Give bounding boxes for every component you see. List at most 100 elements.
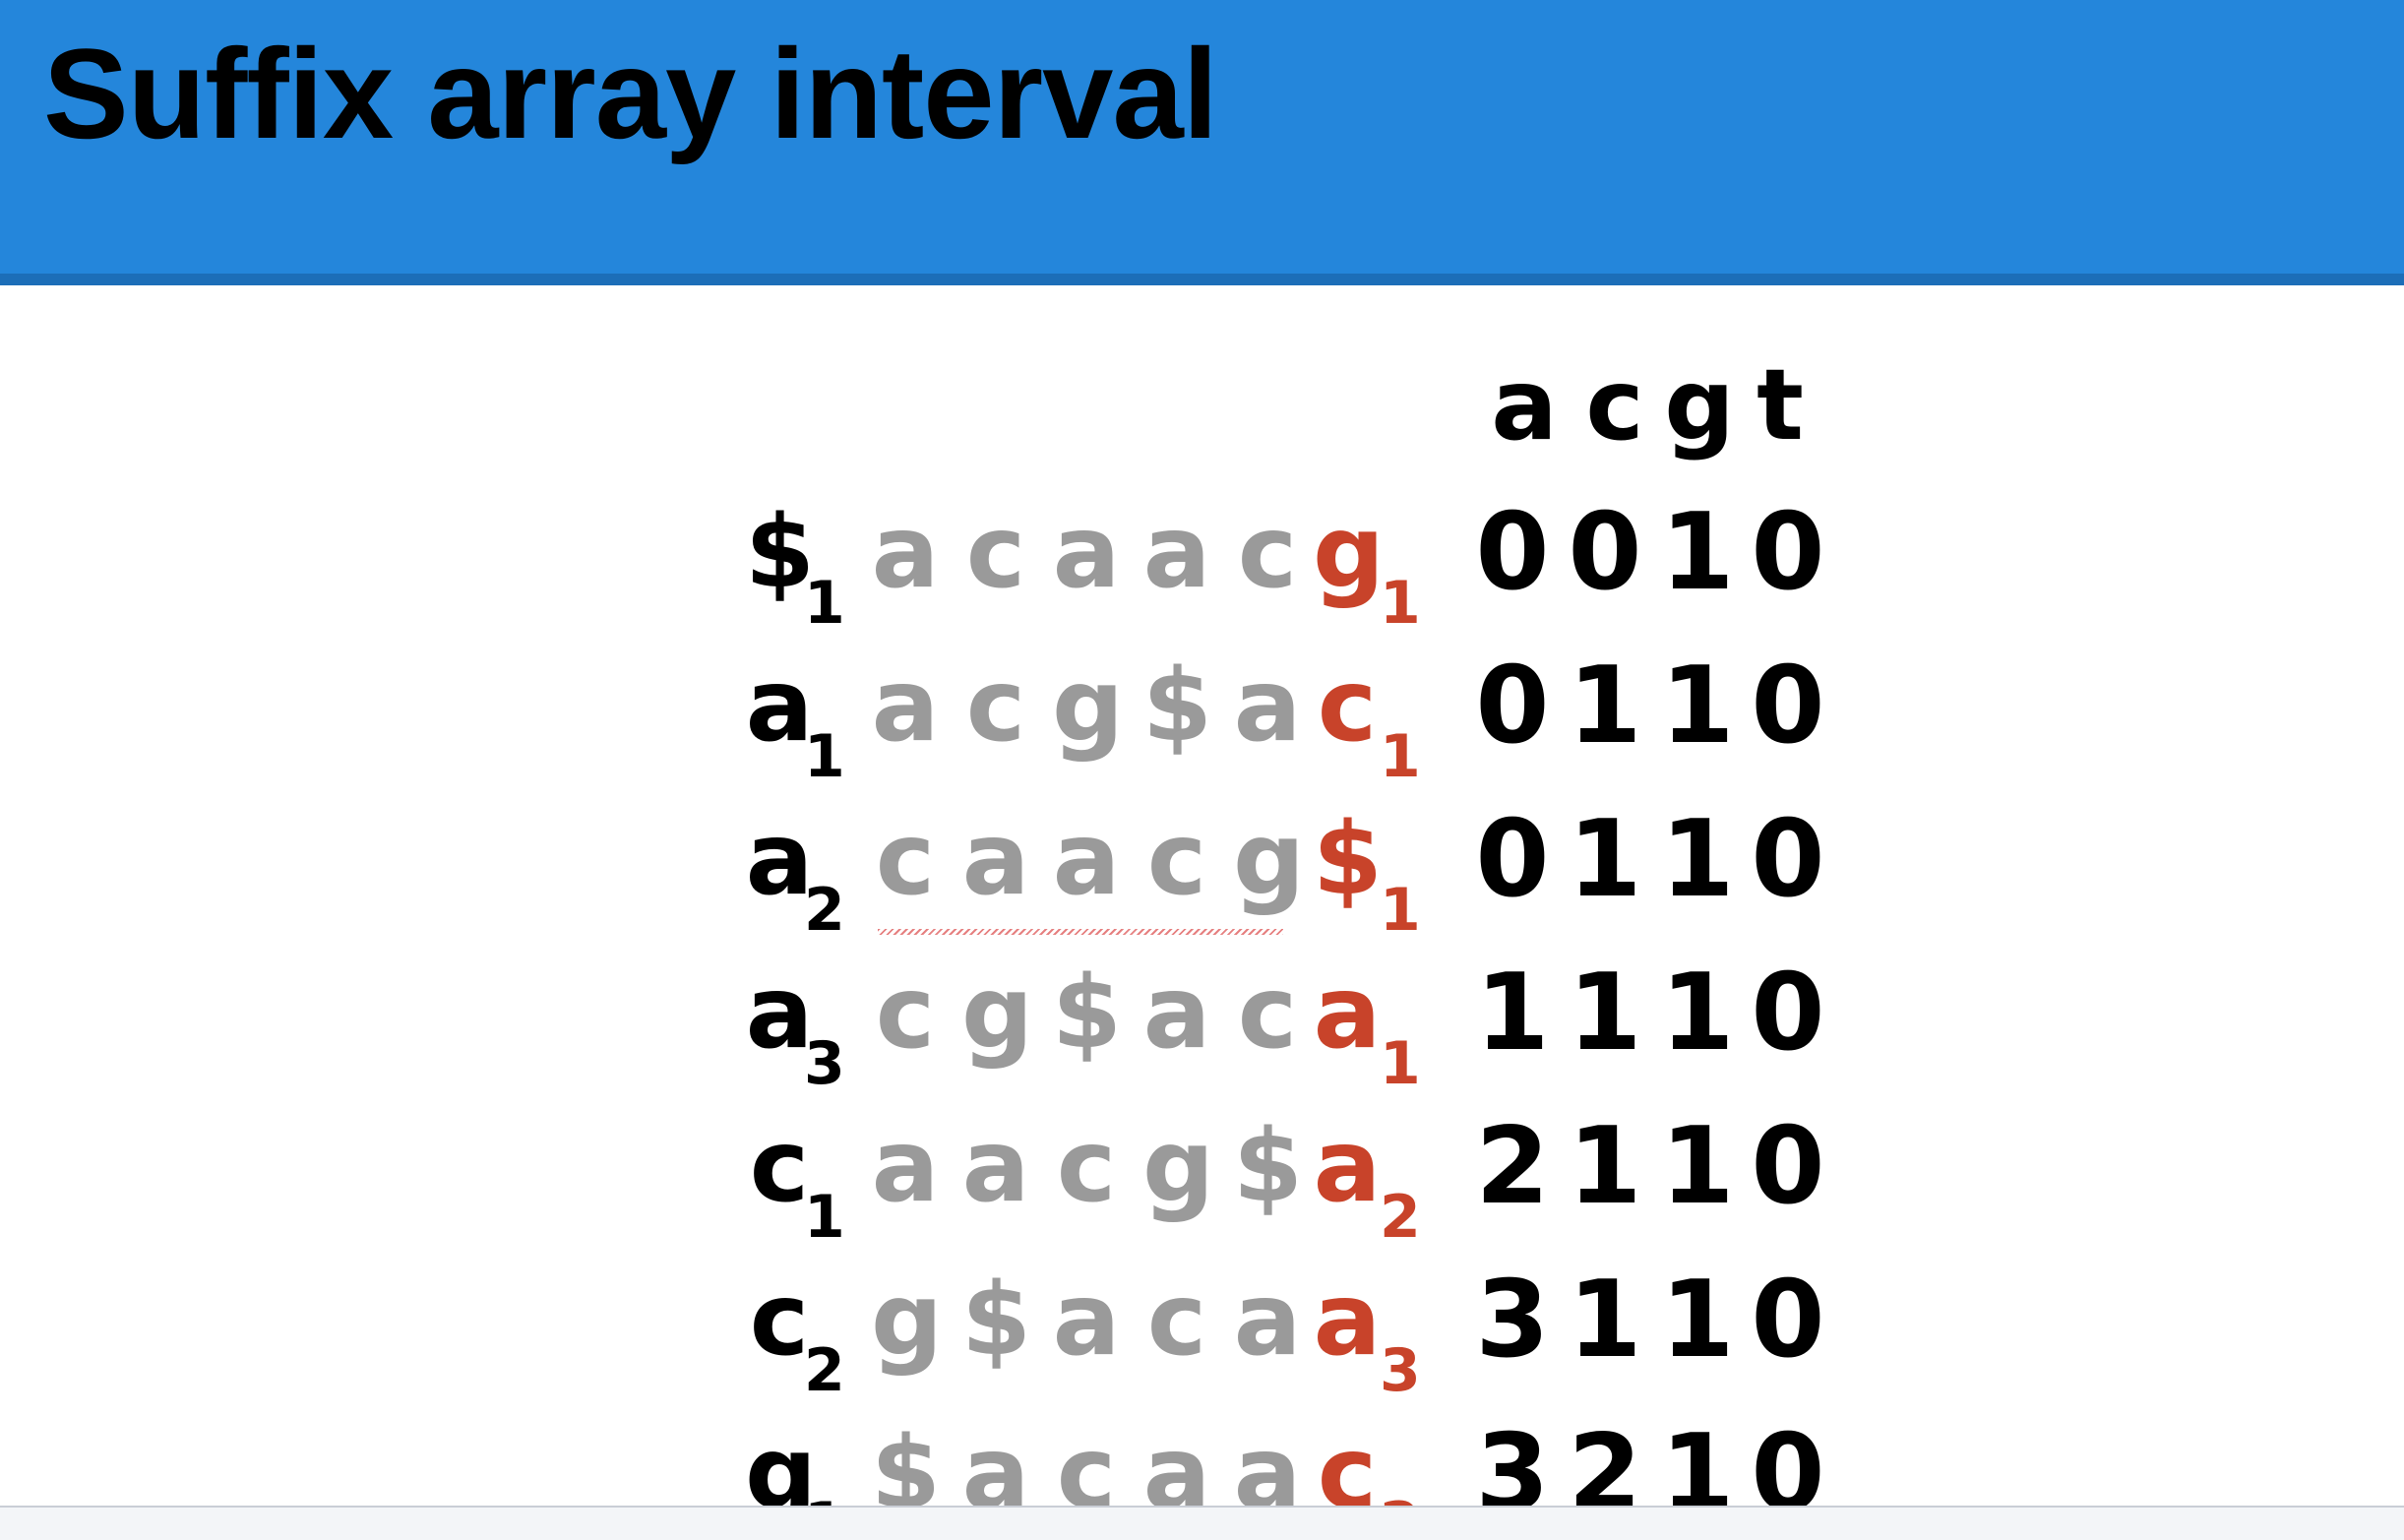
column-header-g: g [1664, 347, 1735, 462]
first-column-char: a [745, 801, 814, 918]
count-cell-t: 0 [1751, 1412, 1825, 1508]
middle-char: a [961, 1108, 1030, 1225]
column-header-t: t [1757, 347, 1804, 462]
middle-char: g [1142, 1108, 1215, 1225]
middle-char: g [1233, 801, 1306, 918]
count-cell-g: 1 [1660, 952, 1735, 1075]
last-column-rank: 1 [1380, 876, 1421, 945]
first-column-rank: 1 [804, 1495, 845, 1508]
first-column-rank: 1 [804, 569, 845, 638]
last-column-rank: 3 [1380, 1336, 1421, 1405]
count-cell-c: 2 [1568, 1412, 1642, 1508]
last-column-char: g [1313, 494, 1386, 611]
last-column-rank: 1 [1380, 569, 1421, 638]
middle-char: a [961, 1415, 1030, 1508]
last-column-char: a [1313, 955, 1382, 1072]
middle-char: c [875, 955, 936, 1072]
column-header-c: c [1585, 347, 1644, 462]
bottom-strip [0, 1506, 2404, 1540]
first-column-char: c [749, 1108, 810, 1225]
middle-char: a [1142, 955, 1211, 1072]
slide-title: Suffix array interval [43, 22, 1218, 165]
last-column-char: c [1317, 647, 1378, 765]
middle-char: a [871, 647, 940, 765]
count-cell-a: 0 [1475, 645, 1550, 768]
title-bar: Suffix array interval [0, 0, 2404, 285]
first-column-char: $ [745, 494, 815, 611]
middle-char: $ [1233, 1108, 1303, 1225]
middle-char: a [1233, 1415, 1302, 1508]
count-cell-t: 0 [1751, 798, 1825, 921]
count-cell-a: 0 [1475, 491, 1550, 614]
middle-char: c [875, 801, 936, 918]
last-column-rank: 2 [1380, 1183, 1421, 1252]
last-column-rank: 1 [1380, 1029, 1421, 1098]
middle-char: a [1052, 494, 1121, 611]
middle-char: a [1052, 1262, 1121, 1379]
first-column-rank: 1 [804, 722, 845, 791]
count-cell-a: 2 [1475, 1105, 1550, 1228]
last-column-rank: 1 [1380, 722, 1421, 791]
count-cell-g: 1 [1660, 491, 1735, 614]
middle-char: c [1237, 955, 1298, 1072]
count-cell-a: 3 [1475, 1412, 1550, 1508]
middle-char: a [961, 801, 1030, 918]
first-column-char: a [745, 955, 814, 1072]
middle-char: a [1052, 801, 1121, 918]
middle-char: $ [1052, 955, 1122, 1072]
last-column-char: $ [1313, 801, 1383, 918]
last-column-char: c [1317, 1415, 1378, 1508]
count-cell-a: 0 [1475, 798, 1550, 921]
middle-char: $ [1142, 647, 1212, 765]
count-cell-g: 1 [1660, 1259, 1735, 1382]
first-column-char: c [749, 1262, 810, 1379]
matrix-row: g1$acaac23210 [0, 1410, 2404, 1508]
count-cell-c: 1 [1568, 1105, 1642, 1228]
middle-char: c [965, 647, 1026, 765]
count-cell-a: 1 [1475, 952, 1550, 1075]
middle-char: a [1233, 1262, 1302, 1379]
last-column-char: a [1313, 1262, 1382, 1379]
count-column-headers: a c g t [0, 346, 2404, 464]
middle-char: a [1142, 1415, 1211, 1508]
first-column-rank: 1 [804, 1183, 845, 1252]
count-cell-t: 0 [1751, 645, 1825, 768]
middle-char: c [1056, 1108, 1117, 1225]
middle-char: a [871, 1108, 940, 1225]
count-cell-c: 1 [1568, 798, 1642, 921]
first-column-char: a [745, 647, 814, 765]
middle-char: c [965, 494, 1026, 611]
column-header-a: a [1491, 347, 1558, 462]
count-cell-g: 1 [1660, 1412, 1735, 1508]
count-cell-t: 0 [1751, 1259, 1825, 1382]
first-column-rank: 2 [804, 876, 845, 945]
middle-char: $ [961, 1262, 1031, 1379]
middle-char: g [961, 955, 1034, 1072]
count-cell-c: 1 [1568, 1259, 1642, 1382]
count-cell-c: 0 [1568, 491, 1642, 614]
count-cell-t: 0 [1751, 1105, 1825, 1228]
count-cell-t: 0 [1751, 491, 1825, 614]
last-column-rank: 2 [1380, 1495, 1421, 1508]
spellcheck-underline [878, 929, 1283, 935]
count-cell-c: 1 [1568, 645, 1642, 768]
count-cell-t: 0 [1751, 952, 1825, 1075]
count-cell-c: 1 [1568, 952, 1642, 1075]
middle-char: g [1052, 647, 1125, 765]
first-column-rank: 3 [804, 1029, 845, 1098]
first-column-char: g [745, 1415, 818, 1508]
middle-char: a [1233, 647, 1302, 765]
count-cell-g: 1 [1660, 798, 1735, 921]
middle-char: a [871, 494, 940, 611]
count-cell-g: 1 [1660, 1105, 1735, 1228]
last-column-char: a [1313, 1108, 1382, 1225]
middle-char: c [1237, 494, 1298, 611]
middle-char: c [1146, 801, 1207, 918]
